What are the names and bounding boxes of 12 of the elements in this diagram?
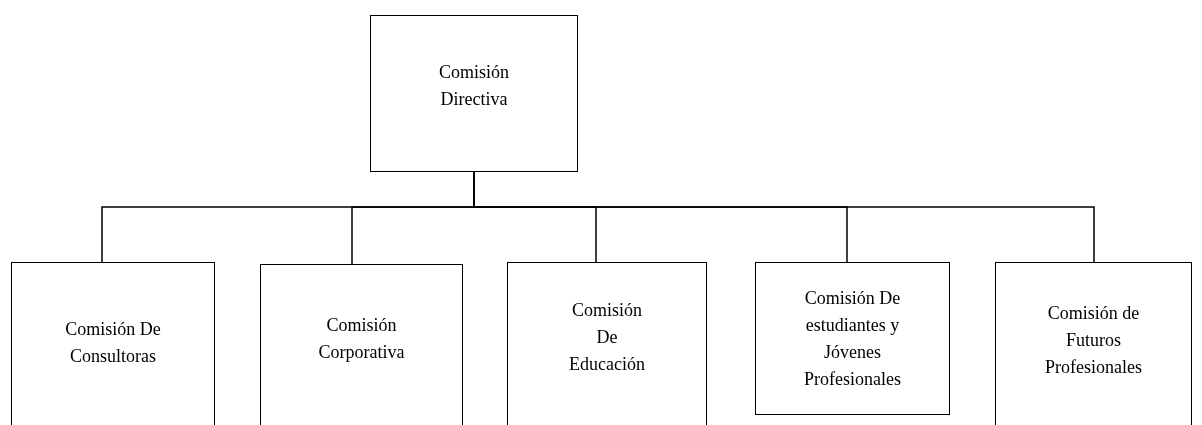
- box-label: Comisión De Educación: [568, 299, 646, 376]
- org-box: [755, 262, 950, 415]
- org-box: [507, 262, 707, 425]
- box-label: Comisión de Futuros Profesionales: [1044, 301, 1143, 379]
- box-label: Comisión Directiva: [438, 61, 510, 111]
- org-box: [370, 15, 578, 172]
- org-box: [995, 262, 1192, 425]
- box-label: Comisión De Consultoras: [64, 317, 162, 368]
- box-label: Comisión Corporativa: [317, 313, 406, 364]
- box-label: Comisión De estudiantes y Jóvenes Profesionales: [803, 286, 902, 391]
- org-box: [11, 262, 215, 425]
- org-box: [260, 264, 463, 425]
